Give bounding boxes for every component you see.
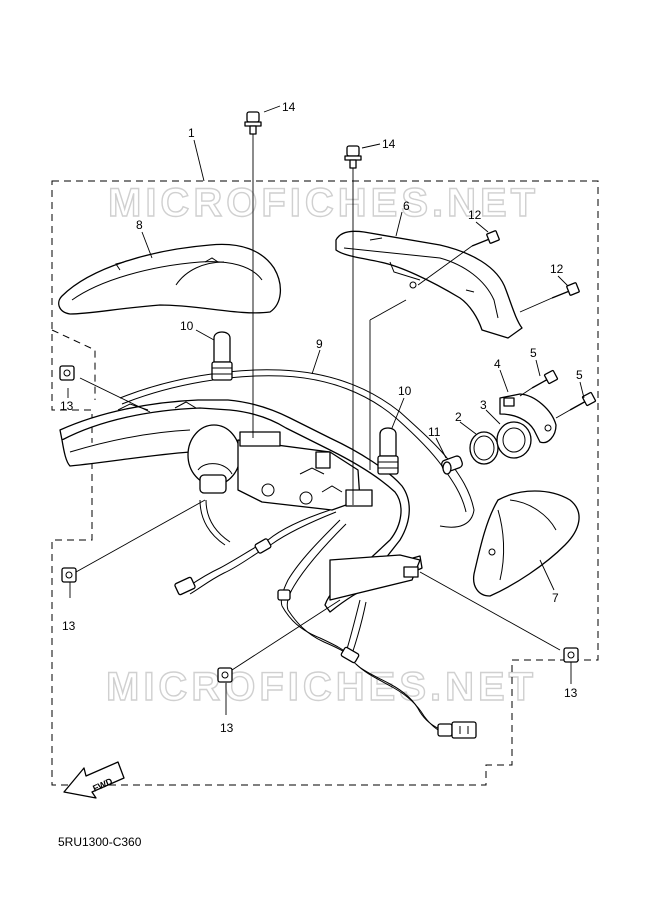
bulb-small [441,455,463,475]
bulb-left [211,331,233,381]
callout-13-b: 13 [62,619,76,633]
callout-5-upper: 5 [530,346,537,360]
callout-2: 2 [455,410,462,424]
assembly-boundary-inner [51,329,96,400]
screw-5-lower [569,391,597,411]
callout-13-d: 13 [564,686,578,700]
ring-2 [469,431,499,465]
callout-10-right: 10 [398,384,412,398]
ring-3 [496,421,532,459]
callout-14-right: 14 [382,137,396,151]
callout-14-left: 14 [282,100,296,114]
reflector-bracket [499,393,557,444]
watermark-top: MICROFICHES.NET [108,181,539,225]
callout-5-lower: 5 [576,368,583,382]
screw-12-upper [471,230,500,247]
watermark-bottom: MICROFICHES.NET [106,665,537,709]
screw-12-lower [551,282,580,299]
assembly-boundary [51,180,599,786]
bolt-14-right [344,145,362,169]
wiring-harness [174,499,477,739]
callout-6: 6 [403,199,410,213]
bulb-right [377,427,399,475]
bolt-14-left [244,111,262,135]
nut-13-c [217,667,233,683]
nut-13-a [59,365,75,381]
lens-right [335,230,523,339]
nut-13-b [61,567,77,583]
assembly-lines [75,134,571,671]
nut-13-d [563,647,579,663]
callout-10-left: 10 [180,319,194,333]
lens-inner [58,243,281,315]
diagram-code: 5RU1300-C360 [58,835,142,849]
callout-12-upper: 12 [468,208,482,222]
callout-1: 1 [188,126,195,140]
fwd-arrow-icon: FWD [63,761,125,799]
callout-7: 7 [552,591,559,605]
reflector [472,490,580,597]
callout-4: 4 [494,357,501,371]
callout-3: 3 [480,398,487,412]
tail-light-housing [59,399,423,613]
callout-13-a: 13 [60,399,74,413]
callout-8: 8 [136,218,143,232]
screw-5-upper [531,369,559,389]
callout-9: 9 [316,337,323,351]
callout-leaders [67,105,585,715]
callout-13-c: 13 [220,721,234,735]
callout-12-lower: 12 [550,262,564,276]
callout-11: 11 [428,425,441,439]
